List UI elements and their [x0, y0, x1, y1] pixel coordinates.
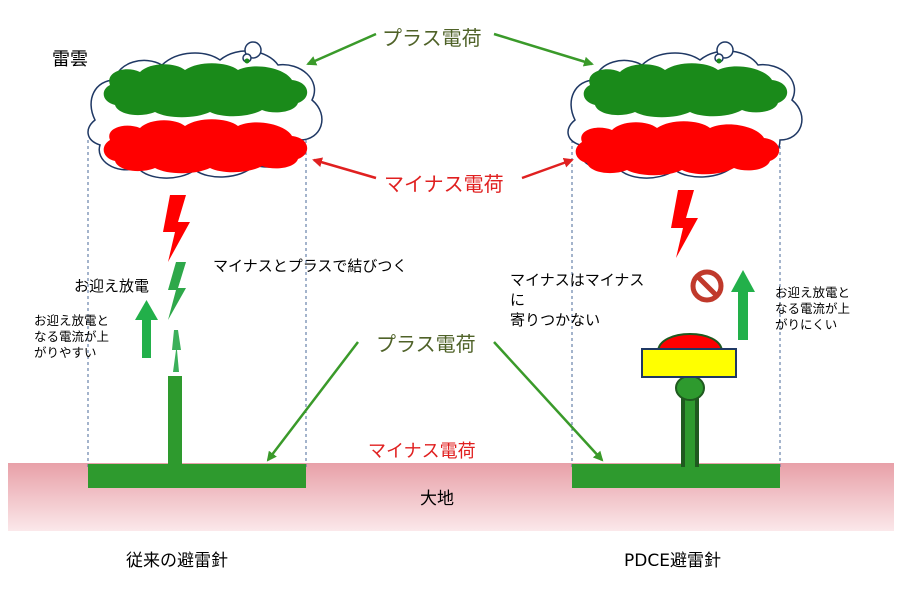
pdce-rod-neck [675, 375, 705, 401]
right-note: お迎え放電と なる電流が上 がりにくい [775, 285, 850, 333]
lightning-bolt-icon [163, 195, 190, 262]
thundercloud-right [567, 41, 803, 179]
arrow-minus-to-right-cloud [521, 158, 574, 180]
plus-charge-mid-label: プラス電荷 [376, 332, 476, 356]
pdce-rod-base [572, 464, 780, 488]
pdce-note: マイナスはマイナス に 寄りつかない [510, 270, 644, 330]
up-arrow-icon [731, 270, 755, 340]
plus-charge-cloud-right [583, 63, 788, 118]
conventional-rod-label: 従来の避雷針 [126, 551, 228, 571]
arrow-minus-to-left-cloud [312, 157, 377, 180]
welcome-discharge-label: お迎え放電 [74, 277, 150, 295]
left-note-line: お迎え放電と [34, 313, 110, 328]
arrow-plus-to-left-cloud [306, 32, 377, 66]
arrow-plus-to-left-ground [266, 341, 359, 462]
left-note-line: がりやすい [34, 345, 97, 360]
minus-charge-cloud-left [103, 119, 308, 174]
left-note: お迎え放電と なる電流が上 がりやすい [34, 313, 109, 361]
ground-label: 大地 [420, 489, 454, 509]
welcome-discharge-streamer [168, 262, 186, 320]
up-arrow-icon [135, 300, 158, 358]
pdce-note-line: マイナスはマイナス [510, 271, 645, 289]
arrow-plus-to-right-cloud [493, 32, 594, 67]
right-note-line: お迎え放電と [775, 285, 851, 300]
plus-charge-top-label: プラス電荷 [382, 26, 482, 50]
left-note-line: なる電流が上 [34, 329, 110, 344]
right-note-line: なる電流が上 [775, 301, 851, 316]
no-entry-icon [690, 269, 724, 303]
right-note-line: がりにくい [775, 317, 838, 332]
combine-note: マイナスとプラスで結びつく [213, 257, 408, 275]
welcome-discharge-streamer [172, 330, 181, 372]
plus-charge-cloud-left [103, 63, 308, 118]
arrow-plus-to-right-ground [493, 341, 604, 462]
pdce-note-line: 寄りつかない [510, 311, 601, 329]
minus-charge-cloud-right [575, 121, 780, 176]
conventional-rod-pole [168, 376, 182, 466]
lightning-bolt-icon [671, 190, 698, 258]
thundercloud-left [87, 41, 323, 179]
thundercloud-label: 雷雲 [52, 49, 88, 70]
dashed-guides [87, 140, 781, 470]
pdce-rod-label: PDCE避雷針 [624, 551, 721, 571]
conventional-rod-base [88, 464, 306, 488]
pdce-note-line: に [510, 291, 526, 309]
minus-charge-ground-label: マイナス電荷 [368, 441, 476, 462]
pdce-rod-cap [641, 348, 737, 378]
minus-charge-cloud-label: マイナス電荷 [384, 172, 504, 196]
